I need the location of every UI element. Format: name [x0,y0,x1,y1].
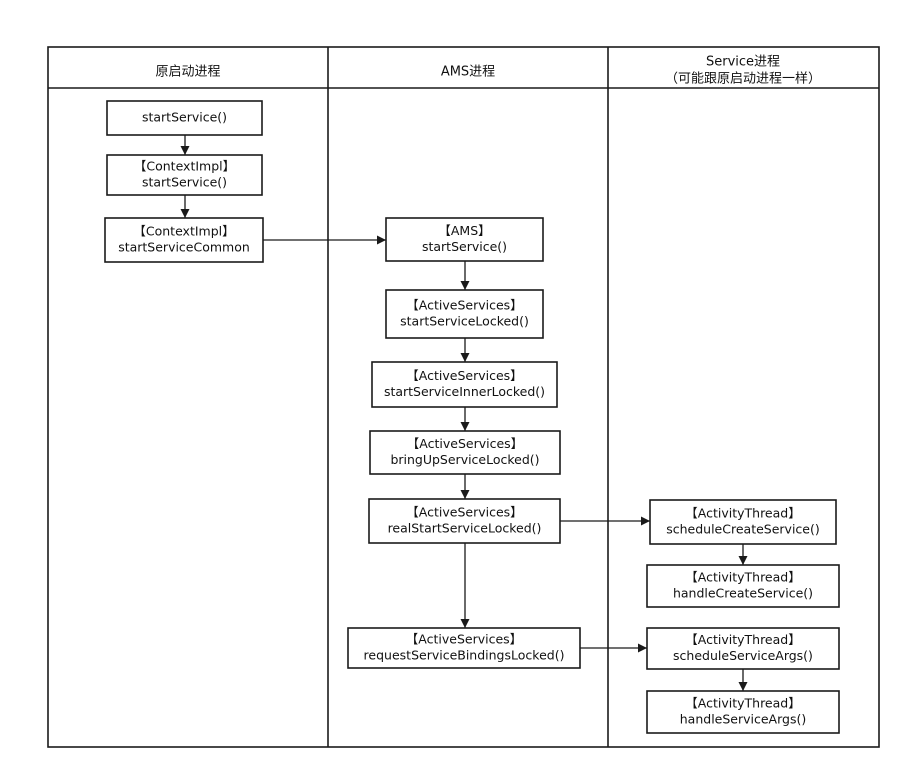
activitythread-handle-create-service-node: 【ActivityThread】handleCreateService() [646,564,840,608]
activitythread-handle-create-service-label-line-1: 【ActivityThread】 [685,570,800,585]
activeservices-real-start-service-locked-box [368,498,561,544]
contextimpl-start-service-common-box [104,217,264,263]
swimlane-frame [47,46,880,748]
activeservices-request-service-bindings-locked-box [347,627,581,669]
contextimpl-start-service-label-line-1: 【ContextImpl】 [134,159,235,174]
activitythread-schedule-service-args-label-line-2: scheduleServiceArgs() [673,648,813,663]
activitythread-schedule-service-args-box [646,627,840,670]
activeservices-start-service-inner-locked-label-line-2: startServiceInnerLocked() [384,384,545,399]
activitythread-schedule-service-args-node: 【ActivityThread】scheduleServiceArgs() [646,627,840,670]
activeservices-real-start-service-locked-label-line-1: 【ActiveServices】 [406,505,522,520]
activeservices-request-service-bindings-locked-node: 【ActiveServices】requestServiceBindingsLo… [347,627,581,669]
activitythread-schedule-service-args-label-line-1: 【ActivityThread】 [685,632,800,647]
contextimpl-start-service-common-node: 【ContextImpl】startServiceCommon [104,217,264,263]
activitythread-schedule-create-service-box [649,499,837,545]
start-service-box [106,100,263,136]
ams-start-service-box [385,217,544,262]
activeservices-start-service-locked-label-line-1: 【ActiveServices】 [406,298,522,313]
contextimpl-start-service-box [106,154,263,196]
contextimpl-start-service-common-label-line-1: 【ContextImpl】 [133,224,234,239]
activeservices-start-service-locked-label-line-2: startServiceLocked() [400,314,529,329]
activeservices-real-start-service-locked-node: 【ActiveServices】realStartServiceLocked() [368,498,561,544]
activitythread-handle-service-args-box [646,690,840,734]
lane-ams-title-line-1: AMS进程 [441,65,495,80]
activeservices-bring-up-service-locked-label-line-2: bringUpServiceLocked() [390,452,539,467]
activeservices-bring-up-service-locked-node: 【ActiveServices】bringUpServiceLocked() [369,430,561,475]
lane-service-title-line-2: （可能跟原启动进程一样） [665,72,821,87]
activitythread-handle-create-service-label-line-2: handleCreateService() [673,586,813,601]
activitythread-handle-service-args-label-line-1: 【ActivityThread】 [685,696,800,711]
activeservices-request-service-bindings-locked-label-line-2: requestServiceBindingsLocked() [364,648,565,663]
activitythread-handle-service-args-label-line-2: handleServiceArgs() [680,712,806,727]
activeservices-start-service-inner-locked-label-line-1: 【ActiveServices】 [406,368,522,383]
activitythread-schedule-create-service-label-line-2: scheduleCreateService() [666,522,820,537]
activeservices-start-service-inner-locked-node: 【ActiveServices】startServiceInnerLocked(… [371,361,558,408]
lane-titles: 原启动进程 AMS进程 Service进程 （可能跟原启动进程一样） [155,55,821,87]
ams-start-service-node: 【AMS】startService() [385,217,544,262]
activeservices-start-service-locked-node: 【ActiveServices】startServiceLocked() [385,289,544,339]
activeservices-request-service-bindings-locked-label-line-1: 【ActiveServices】 [406,632,522,647]
start-service-label-line-1: startService() [142,110,227,125]
contextimpl-start-service-node: 【ContextImpl】startService() [106,154,263,196]
activitythread-handle-service-args-node: 【ActivityThread】handleServiceArgs() [646,690,840,734]
activeservices-start-service-inner-locked-box [371,361,558,408]
start-service-node: startService() [106,100,263,136]
activitythread-handle-create-service-box [646,564,840,608]
activeservices-bring-up-service-locked-label-line-1: 【ActiveServices】 [407,436,523,451]
contextimpl-start-service-label-line-2: startService() [142,175,227,190]
contextimpl-start-service-common-label-line-2: startServiceCommon [118,240,250,255]
ams-start-service-label-line-2: startService() [422,239,507,254]
activeservices-start-service-locked-box [385,289,544,339]
activitythread-schedule-create-service-label-line-1: 【ActivityThread】 [685,506,800,521]
swimlane-outer-border [47,46,880,748]
edges [180,135,748,691]
lane-origin-title-line-1: 原启动进程 [155,65,220,80]
ams-start-service-label-line-1: 【AMS】 [438,223,490,238]
activitythread-schedule-create-service-node: 【ActivityThread】scheduleCreateService() [649,499,837,545]
lane-service-title-line-1: Service进程 [706,55,780,70]
nodes: startService()【ContextImpl】startService(… [104,100,840,734]
activeservices-real-start-service-locked-label-line-2: realStartServiceLocked() [388,521,542,536]
activeservices-bring-up-service-locked-box [369,430,561,475]
